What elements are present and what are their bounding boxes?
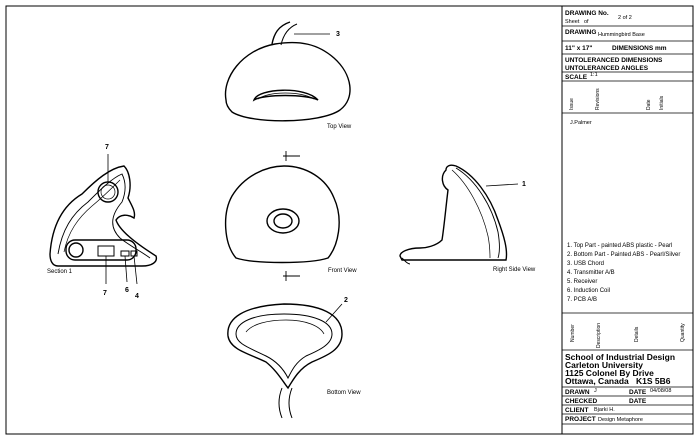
section-outline [49, 165, 158, 267]
sheet-border [5, 5, 694, 435]
top-view-opening [252, 89, 319, 102]
section-label: Section 1 [47, 269, 73, 275]
drawn-label: DRAWN [565, 389, 590, 396]
revision-table: Issue Revisions Date Initials J.Palmer [562, 88, 693, 126]
bottom-outline [227, 303, 343, 390]
drawing-label: DRAWING [565, 29, 596, 36]
side-ridge-1 [455, 167, 500, 259]
top-view-outline [224, 41, 351, 122]
usb-cord-top-inner [280, 23, 298, 46]
top-view [224, 21, 351, 122]
postal-code: K1S 5B6 [636, 376, 671, 386]
parts-header-number: Number [570, 324, 576, 342]
date-value: 04/08/08 [650, 388, 671, 394]
pcb-b [97, 245, 115, 257]
section-mark-top [283, 151, 300, 161]
revision-header-date: Date [646, 99, 652, 110]
parts-header-description: Description [596, 323, 602, 348]
of-label: of [584, 19, 589, 25]
usb-cord-top [271, 21, 291, 45]
right-side-view-label: Right Side View [493, 267, 536, 273]
front-view-label: Front View [328, 268, 357, 274]
section-mark-bottom [283, 271, 300, 281]
usb-cord-bottom [278, 387, 293, 419]
callout-4: 4 [135, 293, 139, 300]
sheet-value: 2 of 2 [618, 15, 632, 21]
revision-header-revisions: Revisions [595, 88, 601, 110]
street-address: 1125 Colonel By Drive [565, 368, 654, 378]
city-address: Ottawa, Canada [565, 376, 629, 386]
school-name: School of Industrial Design [565, 352, 675, 362]
induction-coil [120, 250, 130, 257]
callout-7a: 7 [105, 144, 109, 151]
callout-leader-1 [485, 183, 519, 187]
front-view-hole-inner [273, 213, 293, 229]
scale-label: SCALE [565, 74, 588, 81]
university-name: Carleton University [565, 360, 643, 370]
base-circle [68, 242, 84, 258]
bill-of-materials: 1. Top Part - painted ABS plastic - Pear… [567, 243, 680, 303]
callout-6: 6 [125, 287, 129, 294]
bom-item-6: 6. Induction Coil [567, 288, 610, 294]
paper-size: 11" x 17" [565, 45, 593, 52]
checked-label: CHECKED [565, 398, 597, 405]
section-view [49, 165, 158, 267]
parts-header-quantity: Quantity [680, 323, 686, 342]
usb-cord-side [401, 257, 411, 265]
parts-table: Number Description Details Quantity [562, 312, 693, 351]
checked-date-label: DATE [629, 398, 647, 405]
callout-7b: 7 [103, 290, 107, 297]
revision-header-issue: Issue [569, 98, 575, 110]
side-outline [399, 164, 508, 261]
bom-item-7: 7. PCB A/B [567, 297, 597, 303]
bottom-view [227, 303, 343, 419]
section-shell-inner-2 [63, 179, 121, 253]
project-label: PROJECT [565, 416, 596, 423]
top-view-opening-inner [257, 92, 315, 100]
callout-3: 3 [336, 31, 340, 38]
callout-leader-4 [133, 255, 138, 285]
bom-item-5: 5. Receiver [567, 279, 597, 285]
client-label: CLIENT [565, 407, 589, 414]
side-ridge-2 [451, 169, 491, 259]
date-label: DATE [629, 389, 647, 396]
client-value: Bjarki H. [594, 407, 615, 413]
base-cavity [65, 239, 137, 261]
front-view [224, 151, 340, 281]
bottom-view-label: Bottom View [327, 390, 361, 396]
untoleranced-angles: UNTOLERANCED ANGLES [565, 65, 649, 72]
pcb-a-circle-inner [100, 184, 116, 200]
untoleranced-dimensions: UNTOLERANCED DIMENSIONS [565, 57, 663, 64]
drawing-no-label: DRAWING No. [565, 10, 609, 17]
scale-value: 1:1 [590, 72, 598, 78]
bom-item-1: 1. Top Part - painted ABS plastic - Pear… [567, 243, 672, 249]
parts-header-details: Details [634, 326, 640, 342]
bom-item-2: 2. Bottom Part - Painted ABS - Pearl/Sil… [567, 252, 680, 258]
bom-item-4: 4. Transmitter A/B [567, 270, 615, 276]
callout-2: 2 [344, 297, 348, 304]
callout-leader-2 [325, 303, 343, 323]
bottom-inner-2 [245, 319, 325, 335]
revision-initials: J.Palmer [570, 120, 592, 126]
right-side-view [399, 164, 508, 265]
callout-leader-6 [124, 255, 128, 283]
front-view-hole-outer [266, 208, 300, 234]
drawing-value: Hummingbird Base [598, 32, 645, 38]
dimensions-unit: DIMENSIONS mm [612, 45, 667, 52]
bom-item-3: 3. USB Chord [567, 261, 604, 267]
project-value: Design Metaphore [598, 417, 643, 423]
sheet-label: Sheet [565, 19, 580, 25]
drawn-value: J [594, 388, 597, 394]
top-view-label: Top View [327, 124, 352, 130]
revision-header-initials: Initials [659, 95, 665, 110]
bottom-inner [235, 313, 333, 380]
callout-1: 1 [522, 181, 526, 188]
title-block: DRAWING No. 2 of 2 Sheet of DRAWING Humm… [561, 6, 693, 434]
front-view-outline [224, 165, 340, 264]
